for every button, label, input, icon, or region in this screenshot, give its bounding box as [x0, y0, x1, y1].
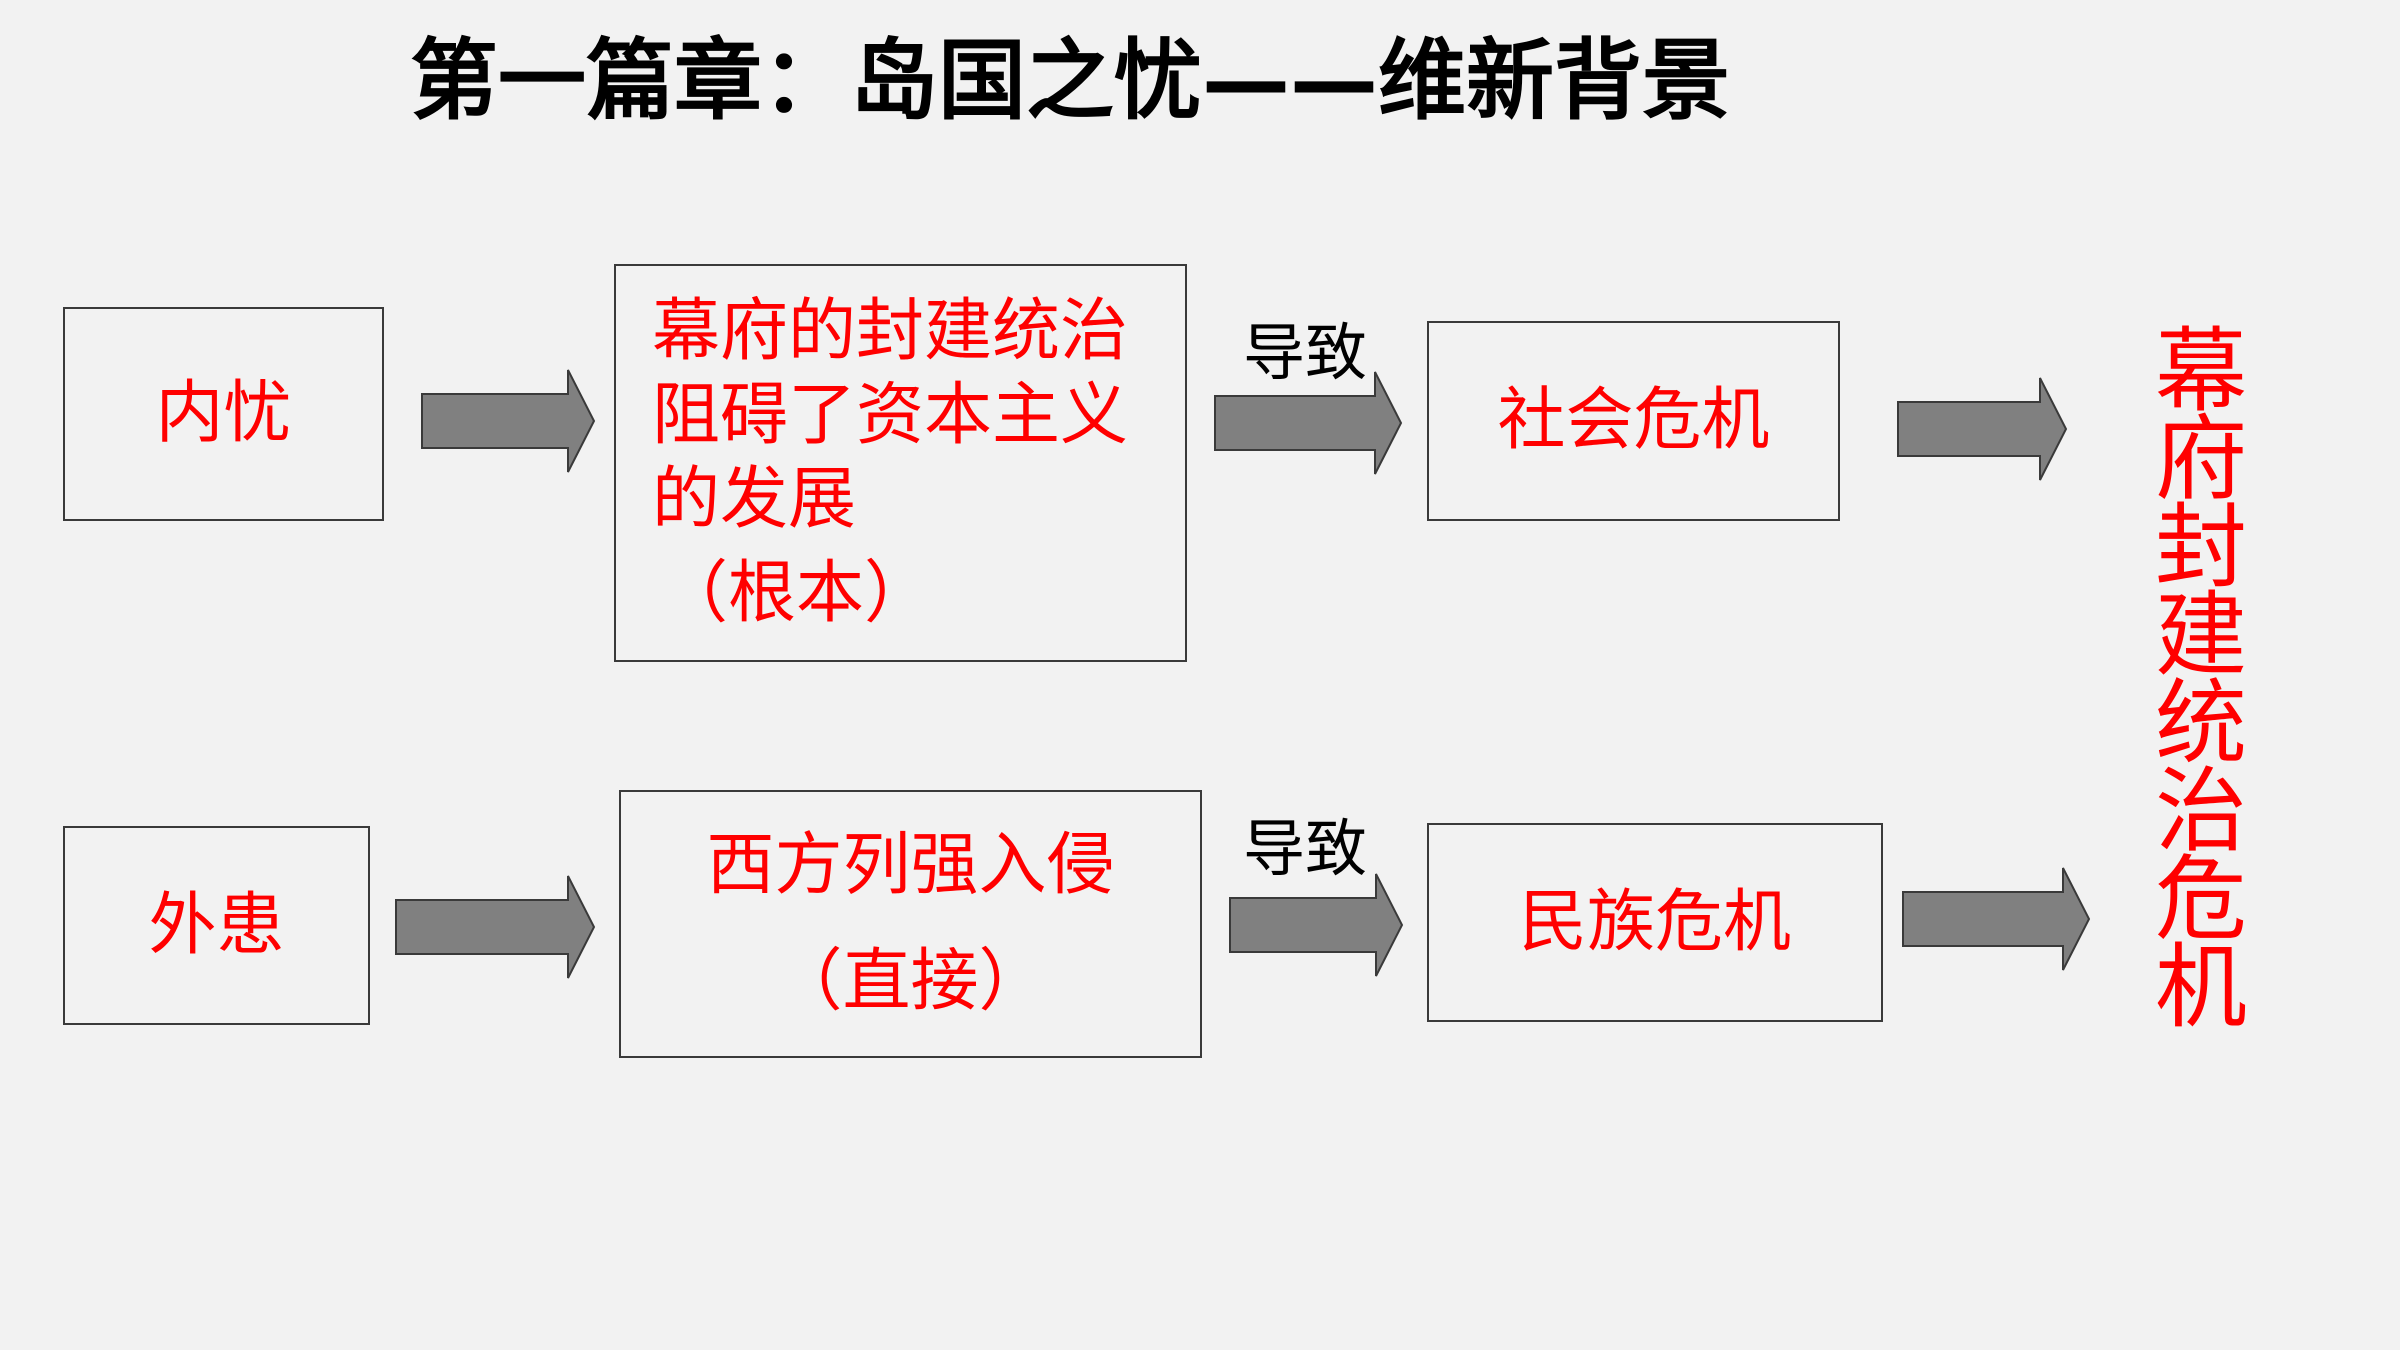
link-label: 导致 — [1243, 812, 1368, 885]
conclusion-char: 建 — [2154, 582, 2247, 689]
conclusion-char: 治 — [2154, 758, 2247, 865]
conclusion-char: 统 — [2154, 670, 2247, 777]
page-title: 第一篇章：岛国之忧——维新背景 — [410, 29, 1731, 132]
category-box-external: 外患 — [63, 826, 370, 1025]
arrow-right-icon — [1901, 866, 2091, 972]
cause-box-internal: 幕府的封建统治 阻碍了资本主义 的发展 （根本） — [614, 264, 1187, 662]
cause-note: （直接） — [774, 942, 1047, 1021]
result-box-national: 民族危机 — [1427, 823, 1883, 1022]
arrow-right-icon — [1228, 872, 1404, 978]
conclusion-char: 封 — [2154, 494, 2247, 601]
conclusion-char: 幕 — [2154, 318, 2247, 425]
result-label-national: 民族危机 — [1518, 882, 1791, 962]
link-label: 导致 — [1243, 316, 1368, 389]
arrow-right-icon — [420, 368, 596, 474]
conclusion-vertical-text: 幕 府 封 建 统 治 危 机 — [2153, 318, 2249, 1041]
cause-note: （根本） — [660, 554, 933, 633]
result-box-social: 社会危机 — [1427, 321, 1840, 521]
conclusion-char: 府 — [2154, 406, 2247, 513]
arrow-right-icon — [394, 874, 596, 980]
cause-line: 阻碍了资本主义 — [652, 376, 1129, 455]
cause-line: 的发展 — [652, 460, 857, 539]
category-label-external: 外患 — [148, 885, 285, 965]
cause-line: 幕府的封建统治 — [652, 292, 1129, 371]
category-box-internal: 内忧 — [63, 307, 384, 521]
category-label-internal: 内忧 — [155, 374, 292, 454]
cause-box-external: 西方列强入侵 （直接） — [619, 790, 1202, 1058]
arrow-right-icon — [1213, 370, 1403, 476]
result-label-social: 社会危机 — [1497, 381, 1770, 461]
cause-line: 西方列强入侵 — [706, 826, 1115, 905]
arrow-right-icon — [1896, 376, 2068, 482]
conclusion-char: 危 — [2154, 846, 2247, 953]
conclusion-char: 机 — [2154, 934, 2247, 1041]
